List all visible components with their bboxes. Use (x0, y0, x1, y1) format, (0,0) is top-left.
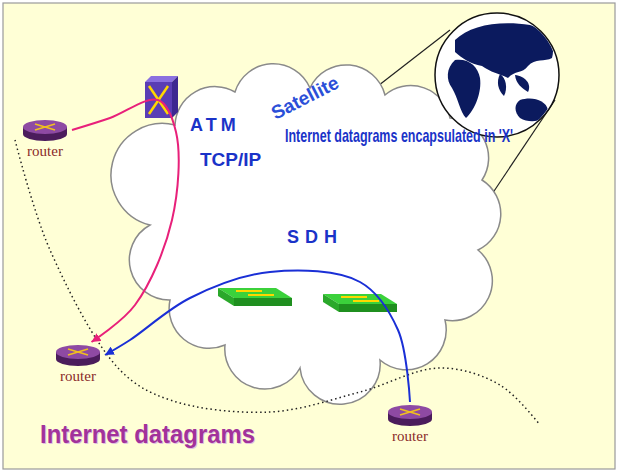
router-top (388, 405, 432, 419)
switch-arrow (341, 296, 367, 298)
continent (448, 60, 481, 118)
switch-arrow (353, 300, 379, 302)
switch-arrow (236, 290, 262, 292)
datagram-route (72, 99, 179, 342)
protocol-label: SDH (287, 228, 343, 248)
router-arrow (400, 409, 420, 415)
globe-circle (435, 13, 559, 137)
router-label: router (51, 368, 105, 384)
protocol-label: ATM (190, 116, 240, 136)
router-label: router (18, 143, 72, 159)
router-node: router (51, 342, 105, 384)
switch-face (172, 76, 178, 118)
router-arrow (35, 124, 55, 130)
router-icon (55, 342, 101, 368)
protocol-label: TCP/IP (200, 150, 261, 171)
router-icon (22, 117, 68, 143)
router-arrow (68, 349, 88, 355)
router-icon (387, 402, 433, 428)
switch-face (323, 294, 339, 312)
router-node: router (383, 402, 437, 444)
dotted-line (15, 140, 540, 425)
continents (448, 23, 553, 121)
router-arrow (400, 409, 420, 415)
router-top (56, 345, 100, 359)
router-arrow (35, 124, 55, 130)
atm-switch (145, 76, 178, 118)
switch-face (234, 298, 292, 306)
continent (515, 75, 529, 92)
switch-face (218, 288, 234, 306)
continent (516, 98, 549, 121)
continent (498, 74, 506, 96)
boundary-dotted-line (15, 140, 540, 425)
note-label: Internet datagrams encapsulated in 'X' (285, 126, 513, 147)
switch-arrow (248, 294, 274, 296)
router-top (23, 120, 67, 134)
sdh-switch (218, 288, 292, 306)
datagram-route (105, 271, 410, 402)
router-label: router (383, 428, 437, 444)
router-arrow (68, 349, 88, 355)
background-frame (3, 3, 615, 469)
title-label: Internet datagrams (40, 420, 255, 449)
router-node: router (18, 117, 72, 159)
globe (435, 13, 559, 137)
